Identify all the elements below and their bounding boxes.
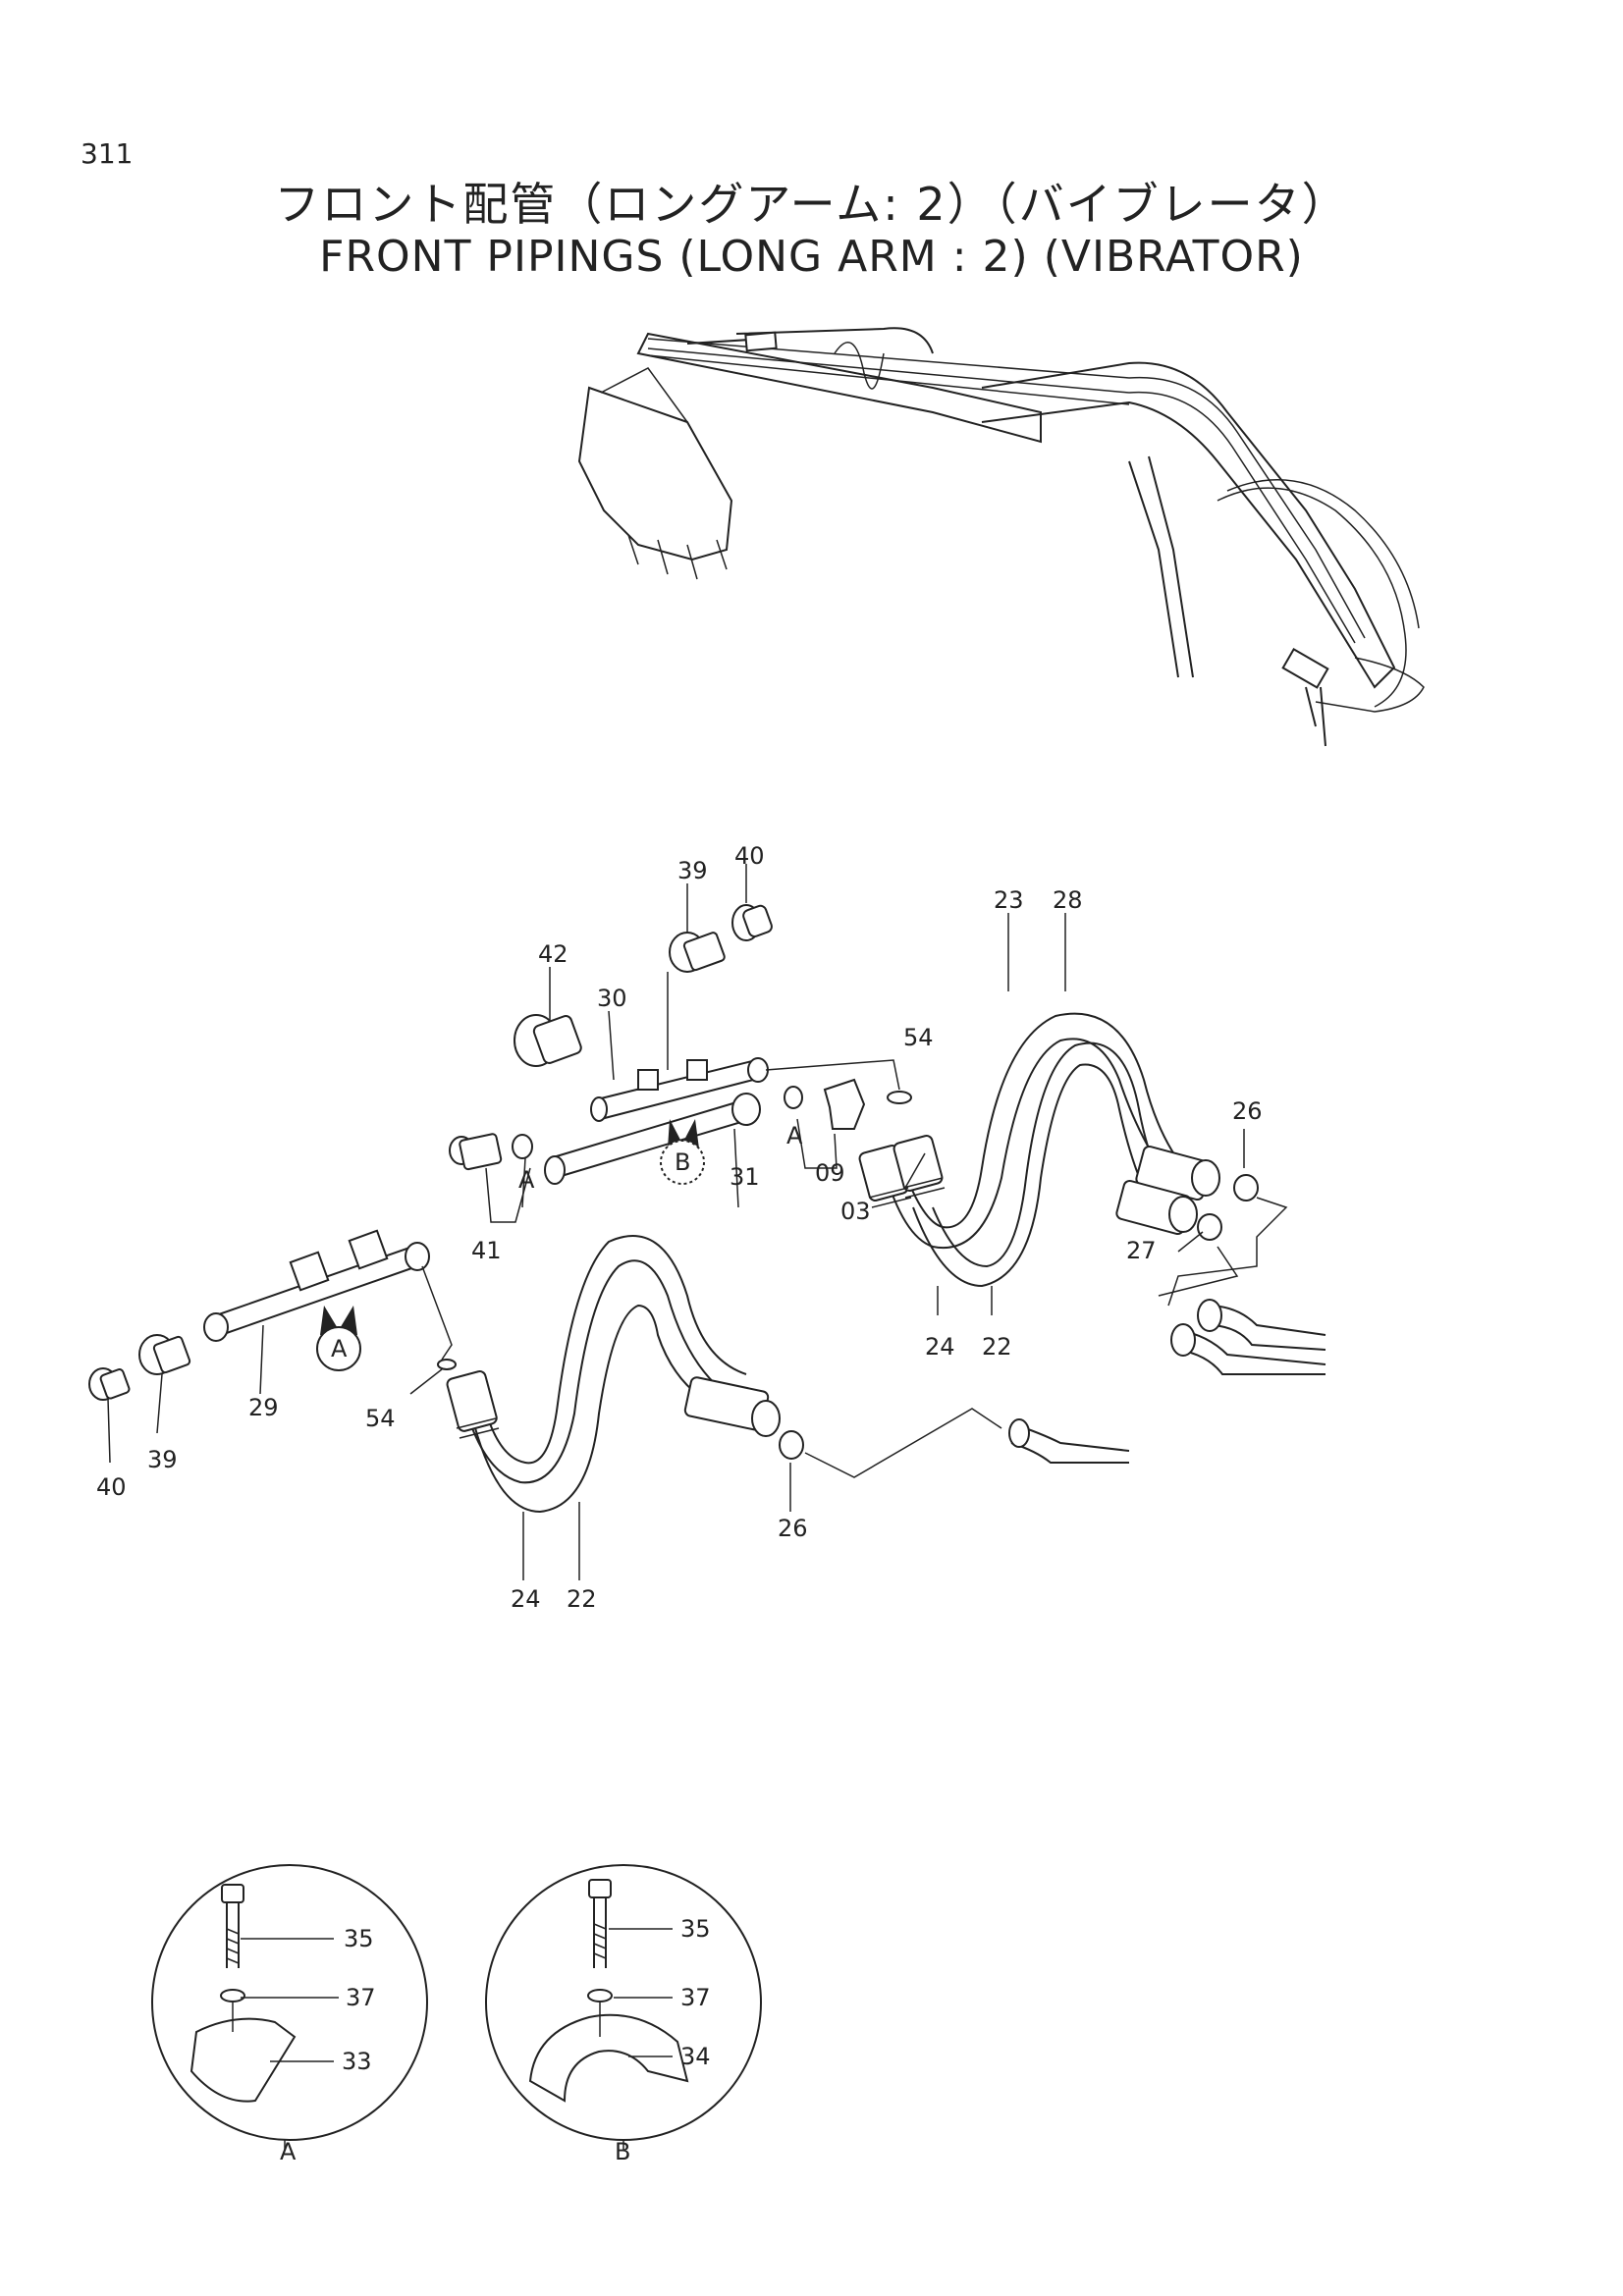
upper-hose-assembly [858,913,1326,1375]
callout-a-label: A [786,1122,803,1149]
callout-54: 54 [903,1024,934,1051]
detail-b-callout-37: 37 [680,1984,711,2011]
callout-b-label: B [675,1148,690,1176]
callout-26: 26 [778,1515,808,1542]
detail-b-label: B [615,2138,630,2165]
detail-view-b [485,1864,762,2150]
page-title-japanese: フロント配管（ロングアーム: 2）（バイブレータ） [274,178,1349,231]
callout-26: 26 [1232,1097,1263,1125]
callout-39: 39 [677,857,708,884]
callout-40: 40 [96,1473,127,1501]
detail-a-label: A [280,2138,297,2165]
detail-marker-b [660,1119,705,1185]
callout-24: 24 [511,1585,541,1613]
callout-24: 24 [925,1333,955,1361]
callout-40: 40 [734,842,765,870]
callout-22: 22 [567,1585,597,1613]
detail-a-callout-35: 35 [344,1925,374,1952]
page-number: 311 [81,137,134,170]
callout-27: 27 [1126,1237,1157,1264]
callout-22: 22 [982,1333,1012,1361]
callout-a-label: A [518,1166,535,1194]
callout-a-label: A [331,1335,348,1362]
detail-view-a [151,1864,428,2150]
callout-29: 29 [248,1394,279,1421]
lower-valve-block [88,1229,457,1464]
detail-a-callout-37: 37 [346,1984,376,2011]
detail-b-callout-34: 34 [680,2043,711,2070]
lower-hose-assembly [446,1235,1130,1580]
upper-valve-block [449,864,912,1223]
callout-03: 03 [840,1198,871,1225]
callout-42: 42 [538,940,568,968]
page-title-english: FRONT PIPINGS (LONG ARM : 2) (VIBRATOR) [319,232,1304,282]
callout-54: 54 [365,1405,396,1432]
detail-b-callout-35: 35 [680,1915,711,1943]
callout-28: 28 [1053,886,1083,914]
callout-39: 39 [147,1446,178,1473]
callout-31: 31 [730,1163,760,1191]
detail-a-callout-33: 33 [342,2048,372,2075]
callout-41: 41 [471,1237,502,1264]
callout-30: 30 [597,985,627,1012]
excavator-front-illustration [577,327,1425,747]
callout-23: 23 [994,886,1024,914]
callout-09: 09 [815,1159,845,1187]
